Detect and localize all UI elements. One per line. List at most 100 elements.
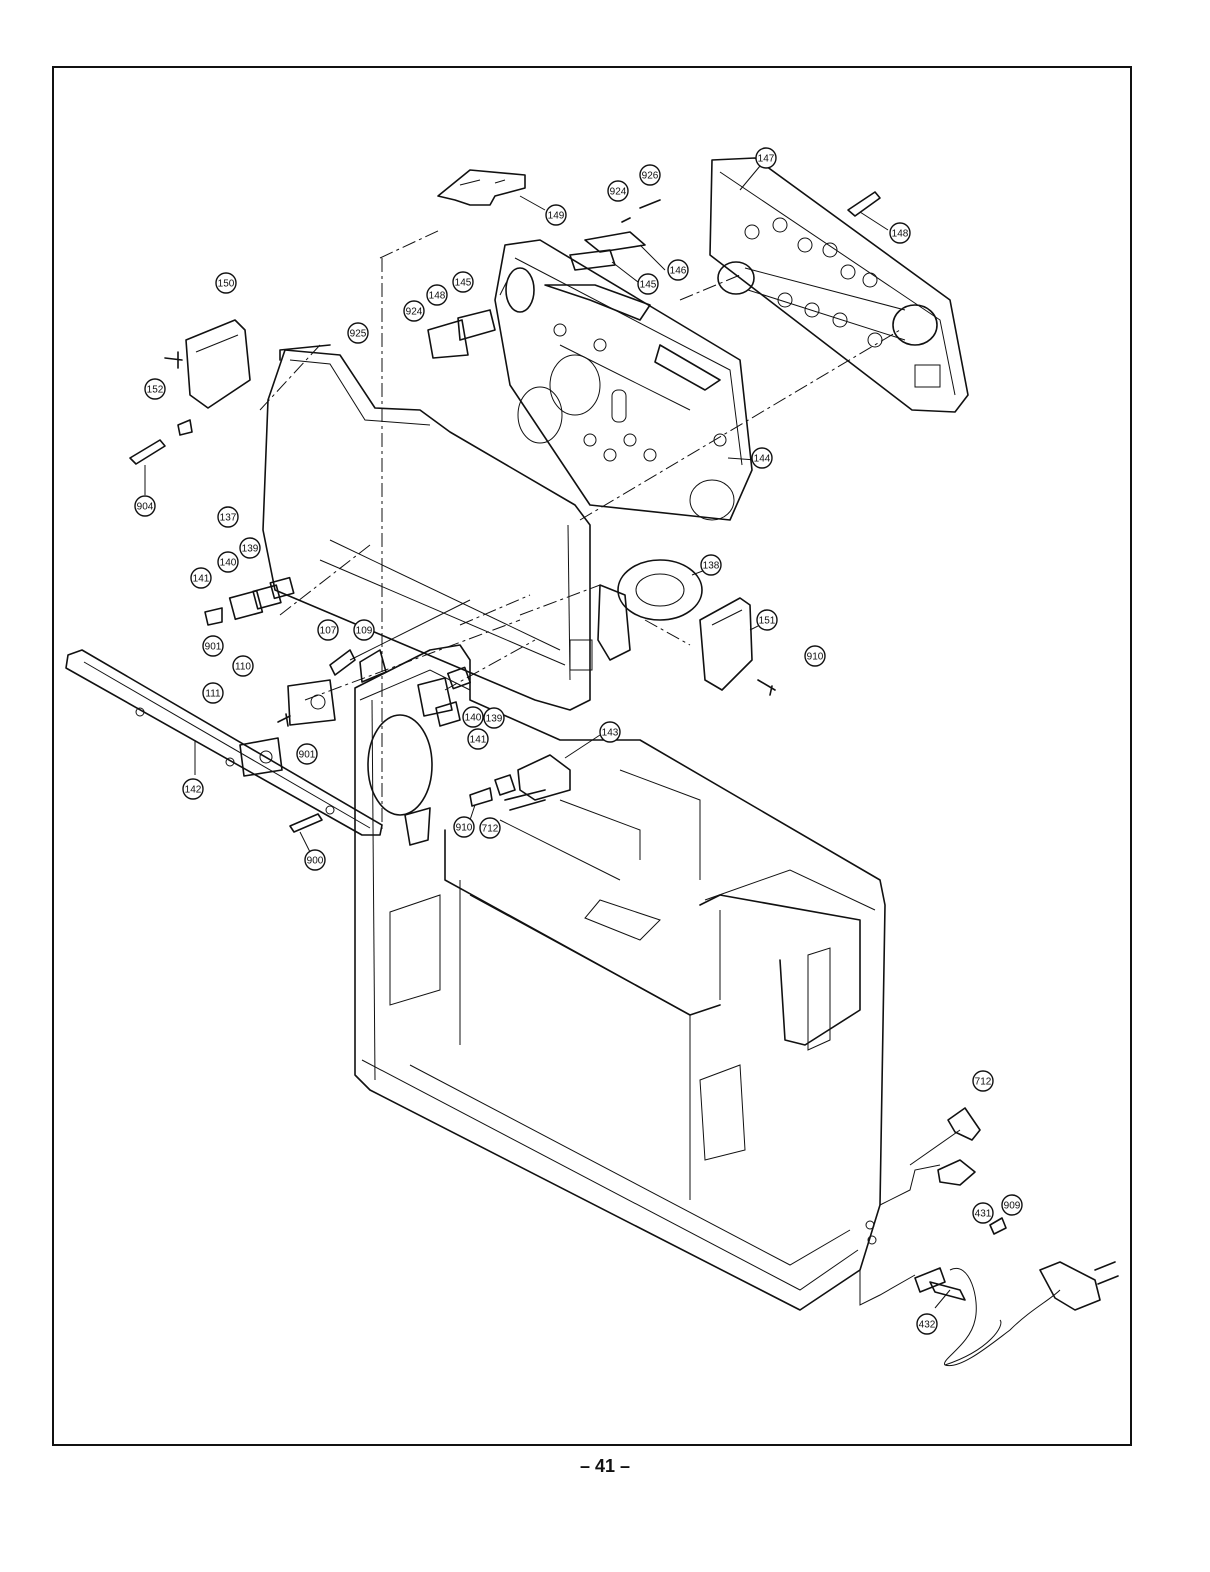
callout-label: 926 <box>642 171 659 182</box>
callout-label: 925 <box>350 329 367 340</box>
callout-label: 107 <box>320 626 337 637</box>
callout-circle <box>317 619 339 641</box>
callout-150: 150 <box>215 272 237 294</box>
callout-circle <box>1001 1194 1023 1216</box>
callout-924b: 924 <box>403 300 425 322</box>
callout-circle <box>462 706 484 728</box>
part-screw-900 <box>289 813 323 853</box>
callout-label: 111 <box>205 689 221 700</box>
callout-label: 141 <box>470 735 487 746</box>
callout-circle <box>202 635 224 657</box>
callout-circle <box>452 271 474 293</box>
part-screws-left <box>129 419 193 495</box>
callout-circle <box>182 778 204 800</box>
callout-145b: 145 <box>452 271 474 293</box>
callout-139a: 139 <box>239 537 261 559</box>
callout-circle <box>144 378 166 400</box>
callout-label: 110 <box>235 662 251 673</box>
callout-circle <box>304 849 326 871</box>
callout-712b: 712 <box>972 1070 994 1092</box>
callout-circle <box>972 1202 994 1224</box>
callout-141a: 141 <box>190 567 212 589</box>
callout-circle <box>637 273 659 295</box>
callout-circle <box>453 816 475 838</box>
callout-label: 139 <box>242 544 259 555</box>
callout-143: 143 <box>599 721 621 743</box>
part-plates-145-146 <box>427 199 666 359</box>
part-bracket-150 <box>164 319 251 409</box>
callout-926: 926 <box>639 164 661 186</box>
callout-138: 138 <box>700 554 722 576</box>
callout-111: 111 <box>202 682 224 704</box>
callout-circle <box>479 817 501 839</box>
callout-circle <box>217 551 239 573</box>
callout-circle <box>426 284 448 306</box>
callout-label: 901 <box>205 642 222 653</box>
callout-circle <box>916 1313 938 1335</box>
callout-label: 139 <box>486 714 503 725</box>
callout-909: 909 <box>1001 1194 1023 1216</box>
callout-904: 904 <box>134 495 156 517</box>
callout-circle <box>599 721 621 743</box>
part-front-cover-144 <box>494 239 757 521</box>
callout-label: 904 <box>137 502 154 513</box>
callout-152: 152 <box>144 378 166 400</box>
callout-label: 140 <box>465 713 482 724</box>
callout-circle <box>347 322 369 344</box>
callout-140b: 140 <box>462 706 484 728</box>
callout-label: 900 <box>307 856 324 867</box>
callout-circle <box>639 164 661 186</box>
part-gaskets-left <box>204 576 295 626</box>
callout-146: 146 <box>667 259 689 281</box>
callout-431: 431 <box>972 1202 994 1224</box>
callout-900: 900 <box>304 849 326 871</box>
callout-label: 145 <box>640 280 657 291</box>
callout-label: 137 <box>220 513 237 524</box>
callout-label: 141 <box>193 574 210 585</box>
callout-label: 143 <box>602 728 619 739</box>
callout-144: 144 <box>751 447 773 469</box>
callout-circle <box>972 1070 994 1092</box>
callout-137: 137 <box>217 506 239 528</box>
callout-circle <box>190 567 212 589</box>
part-gaskets-center <box>417 666 471 727</box>
callout-circle <box>296 743 318 765</box>
callout-circle <box>483 707 505 729</box>
callout-label: 144 <box>754 454 771 465</box>
callout-139b: 139 <box>483 707 505 729</box>
callout-149: 149 <box>545 204 567 226</box>
callout-circle <box>751 447 773 469</box>
callout-924a: 924 <box>607 180 629 202</box>
callout-circle <box>607 180 629 202</box>
part-screw-148-top <box>847 191 889 231</box>
callout-label: 910 <box>456 823 473 834</box>
callout-110: 110 <box>232 655 254 677</box>
callout-432: 432 <box>916 1313 938 1335</box>
callout-151: 151 <box>756 609 778 631</box>
callout-circle <box>232 655 254 677</box>
callout-label: 150 <box>218 279 235 290</box>
callout-label: 712 <box>482 824 499 835</box>
callout-145a: 145 <box>637 273 659 295</box>
callout-circle <box>755 147 777 169</box>
callout-107: 107 <box>317 619 339 641</box>
callout-label: 147 <box>758 154 775 165</box>
callout-circle <box>202 682 224 704</box>
callout-label: 109 <box>356 626 373 637</box>
callout-label: 901 <box>299 750 316 761</box>
callout-circle <box>215 272 237 294</box>
callout-label: 910 <box>807 652 824 663</box>
callout-109: 109 <box>353 619 375 641</box>
callout-label: 138 <box>703 561 720 572</box>
part-knob-107-109 <box>329 599 471 683</box>
callout-circle <box>134 495 156 517</box>
callout-circle <box>467 728 489 750</box>
callout-142: 142 <box>182 778 204 800</box>
callout-label: 148 <box>892 229 909 240</box>
part-bracket-143 <box>469 734 601 821</box>
part-plates-110-111 <box>239 679 336 777</box>
callout-910b: 910 <box>453 816 475 838</box>
callout-148b: 148 <box>426 284 448 306</box>
part-power-cord <box>859 1107 1119 1367</box>
